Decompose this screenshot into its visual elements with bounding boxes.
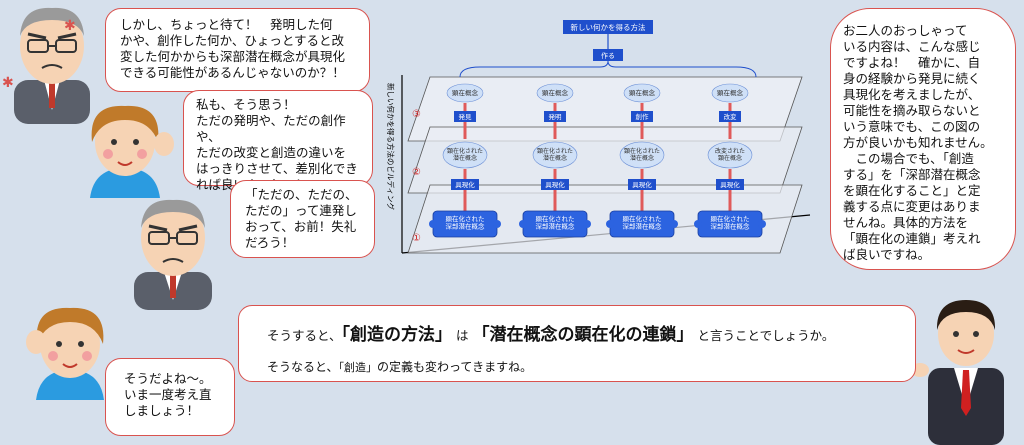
gugenka-box [716, 179, 744, 190]
top-concept-blob [711, 83, 749, 103]
speech-text-4: そうだよね～。 いま一度考え直 しましょう！ [124, 371, 212, 418]
conclusion-prefix: そうすると、 [267, 328, 342, 343]
speech-text-3: 「ただの、ただの、 ただの」って連発し おって、お前！失礼 だろう！ [245, 187, 358, 250]
top-concept-blob [446, 83, 484, 103]
mid-concept-blob [619, 141, 665, 169]
gugenka-label: 具現化 [720, 180, 740, 189]
top-concept-label: 顕在概念 [452, 88, 479, 97]
puzzle-knob [694, 220, 702, 228]
bottom-label: 顕在化された深部潜在概念 [711, 214, 751, 231]
action-box [454, 111, 476, 122]
level-3-label: ③ [412, 109, 421, 120]
conclusion-line-2: そうなると、「創造」の定義も変わってきますね。 [267, 358, 532, 375]
mid-concept-label: 顕在化された潜在概念 [537, 147, 573, 162]
top-concept-label: 顕在概念 [629, 88, 656, 97]
speech-bubble-businessman: お二人のおっしゃって いる内容は、こんな感じ ですよね！ 確かに、自 身の経験か… [830, 8, 1016, 270]
term-chain: 「潜在概念の顕在化の連鎖」 [472, 325, 694, 345]
puzzle-knob [606, 220, 614, 228]
mid-concept-blob [442, 141, 488, 169]
level-1-label: ① [412, 233, 421, 244]
woman-avatar-2 [26, 307, 104, 400]
gugenka-box [541, 179, 569, 190]
conclusion-line-1: そうすると、「創造の方法」 は 「潜在概念の顕在化の連鎖」 と言うことでしょうか… [267, 320, 834, 345]
term-creation-method: 「創造の方法」 [341, 325, 453, 345]
mid-concept-label: 顕在化された潜在概念 [624, 147, 660, 162]
top-concept-blob [623, 83, 661, 103]
puzzle-knob [670, 220, 678, 228]
diagram-title-box [563, 20, 653, 34]
man-angry-avatar-2 [134, 199, 212, 310]
action-box [719, 111, 741, 122]
brace [459, 60, 757, 78]
speech-bubble-man-2: 「ただの、ただの、 ただの」って連発し おって、お前！失礼 だろう！ [230, 180, 375, 258]
mid-concept-label: 改変された顕在概念 [715, 147, 745, 162]
conclusion-wa: は [456, 328, 469, 343]
puzzle-knob [429, 220, 437, 228]
puzzle-knob [493, 220, 501, 228]
top-concept-label: 顕在概念 [717, 88, 744, 97]
top-concept-label: 顕在概念 [542, 88, 569, 97]
gugenka-box [451, 179, 479, 190]
mid-concept-blob [532, 141, 578, 169]
mid-concept-blob [707, 141, 753, 169]
top-concept-blob [536, 83, 574, 103]
tsukuru-box [593, 49, 623, 61]
bottom-label: 顕在化された深部潜在概念 [536, 214, 576, 231]
action-label: 発見 [459, 112, 473, 121]
gugenka-label: 具現化 [632, 180, 652, 189]
speech-bubble-woman-2: そうだよね～。 いま一度考え直 しましょう！ [105, 358, 235, 436]
action-label: 創作 [636, 112, 650, 121]
gugenka-label: 具現化 [455, 180, 475, 189]
speech-bubble-woman-1: 私も、そう思う！ ただの発明や、ただの創作や、 ただの改変と創造の違いを はっき… [183, 90, 373, 192]
speech-text-1: しかし、ちょっと待て！ 発明した何 かや、創作した何か、ひょっとすると改 変した… [120, 17, 346, 80]
svg-text:✱: ✱ [64, 18, 76, 34]
puzzle-knob [519, 220, 527, 228]
speech-text-5: お二人のおっしゃって いる内容は、こんな感じ ですよね！ 確かに、自 身の経験か… [843, 23, 993, 262]
gugenka-box [628, 179, 656, 190]
svg-text:✱: ✱ [2, 75, 14, 91]
speech-text-2: 私も、そう思う！ ただの発明や、ただの創作や、 ただの改変と創造の違いを はっき… [196, 97, 358, 192]
line2-part-c: の定義も変わってきますね。 [377, 360, 533, 374]
man-angry-avatar-1: ✱ [14, 7, 90, 124]
gugenka-label: 具現化 [545, 180, 565, 189]
businessman-avatar [911, 300, 1004, 445]
action-box [544, 111, 566, 122]
anger-mark-icon: ✱ [2, 75, 14, 91]
action-box [631, 111, 653, 122]
tsukuru-label: 作る [601, 51, 615, 60]
diagram-title: 新しい何かを得る方法 [571, 22, 646, 32]
mid-concept-label: 顕在化された潜在概念 [447, 147, 483, 162]
line2-part-a: そうなると、 [267, 360, 339, 374]
conclusion-suffix: と言うことでしょうか。 [697, 328, 835, 343]
speech-bubble-man-1: しかし、ちょっと待て！ 発明した何 かや、創作した何か、ひょっとすると改 変した… [105, 8, 370, 92]
level-2-label: ② [412, 167, 421, 178]
bottom-label: 顕在化された深部潜在概念 [623, 214, 663, 231]
bottom-label: 顕在化された深部潜在概念 [446, 214, 486, 231]
woman-avatar-1 [90, 105, 174, 198]
creation-method-diagram: 新しい何かを得る方法のビルディング ③ ② ① 新しい何かを得る方法 作る 顕在… [386, 20, 811, 254]
conclusion-bubble: そうすると、「創造の方法」 は 「潜在概念の顕在化の連鎖」 と言うことでしょうか… [238, 305, 916, 382]
action-label: 改変 [724, 112, 738, 121]
y-axis-label: 新しい何かを得る方法のビルディング [386, 83, 396, 210]
puzzle-knob [583, 220, 591, 228]
puzzle-knob [758, 220, 766, 228]
action-label: 発明 [549, 112, 563, 121]
line2-part-b: 「創造」 [338, 361, 378, 374]
